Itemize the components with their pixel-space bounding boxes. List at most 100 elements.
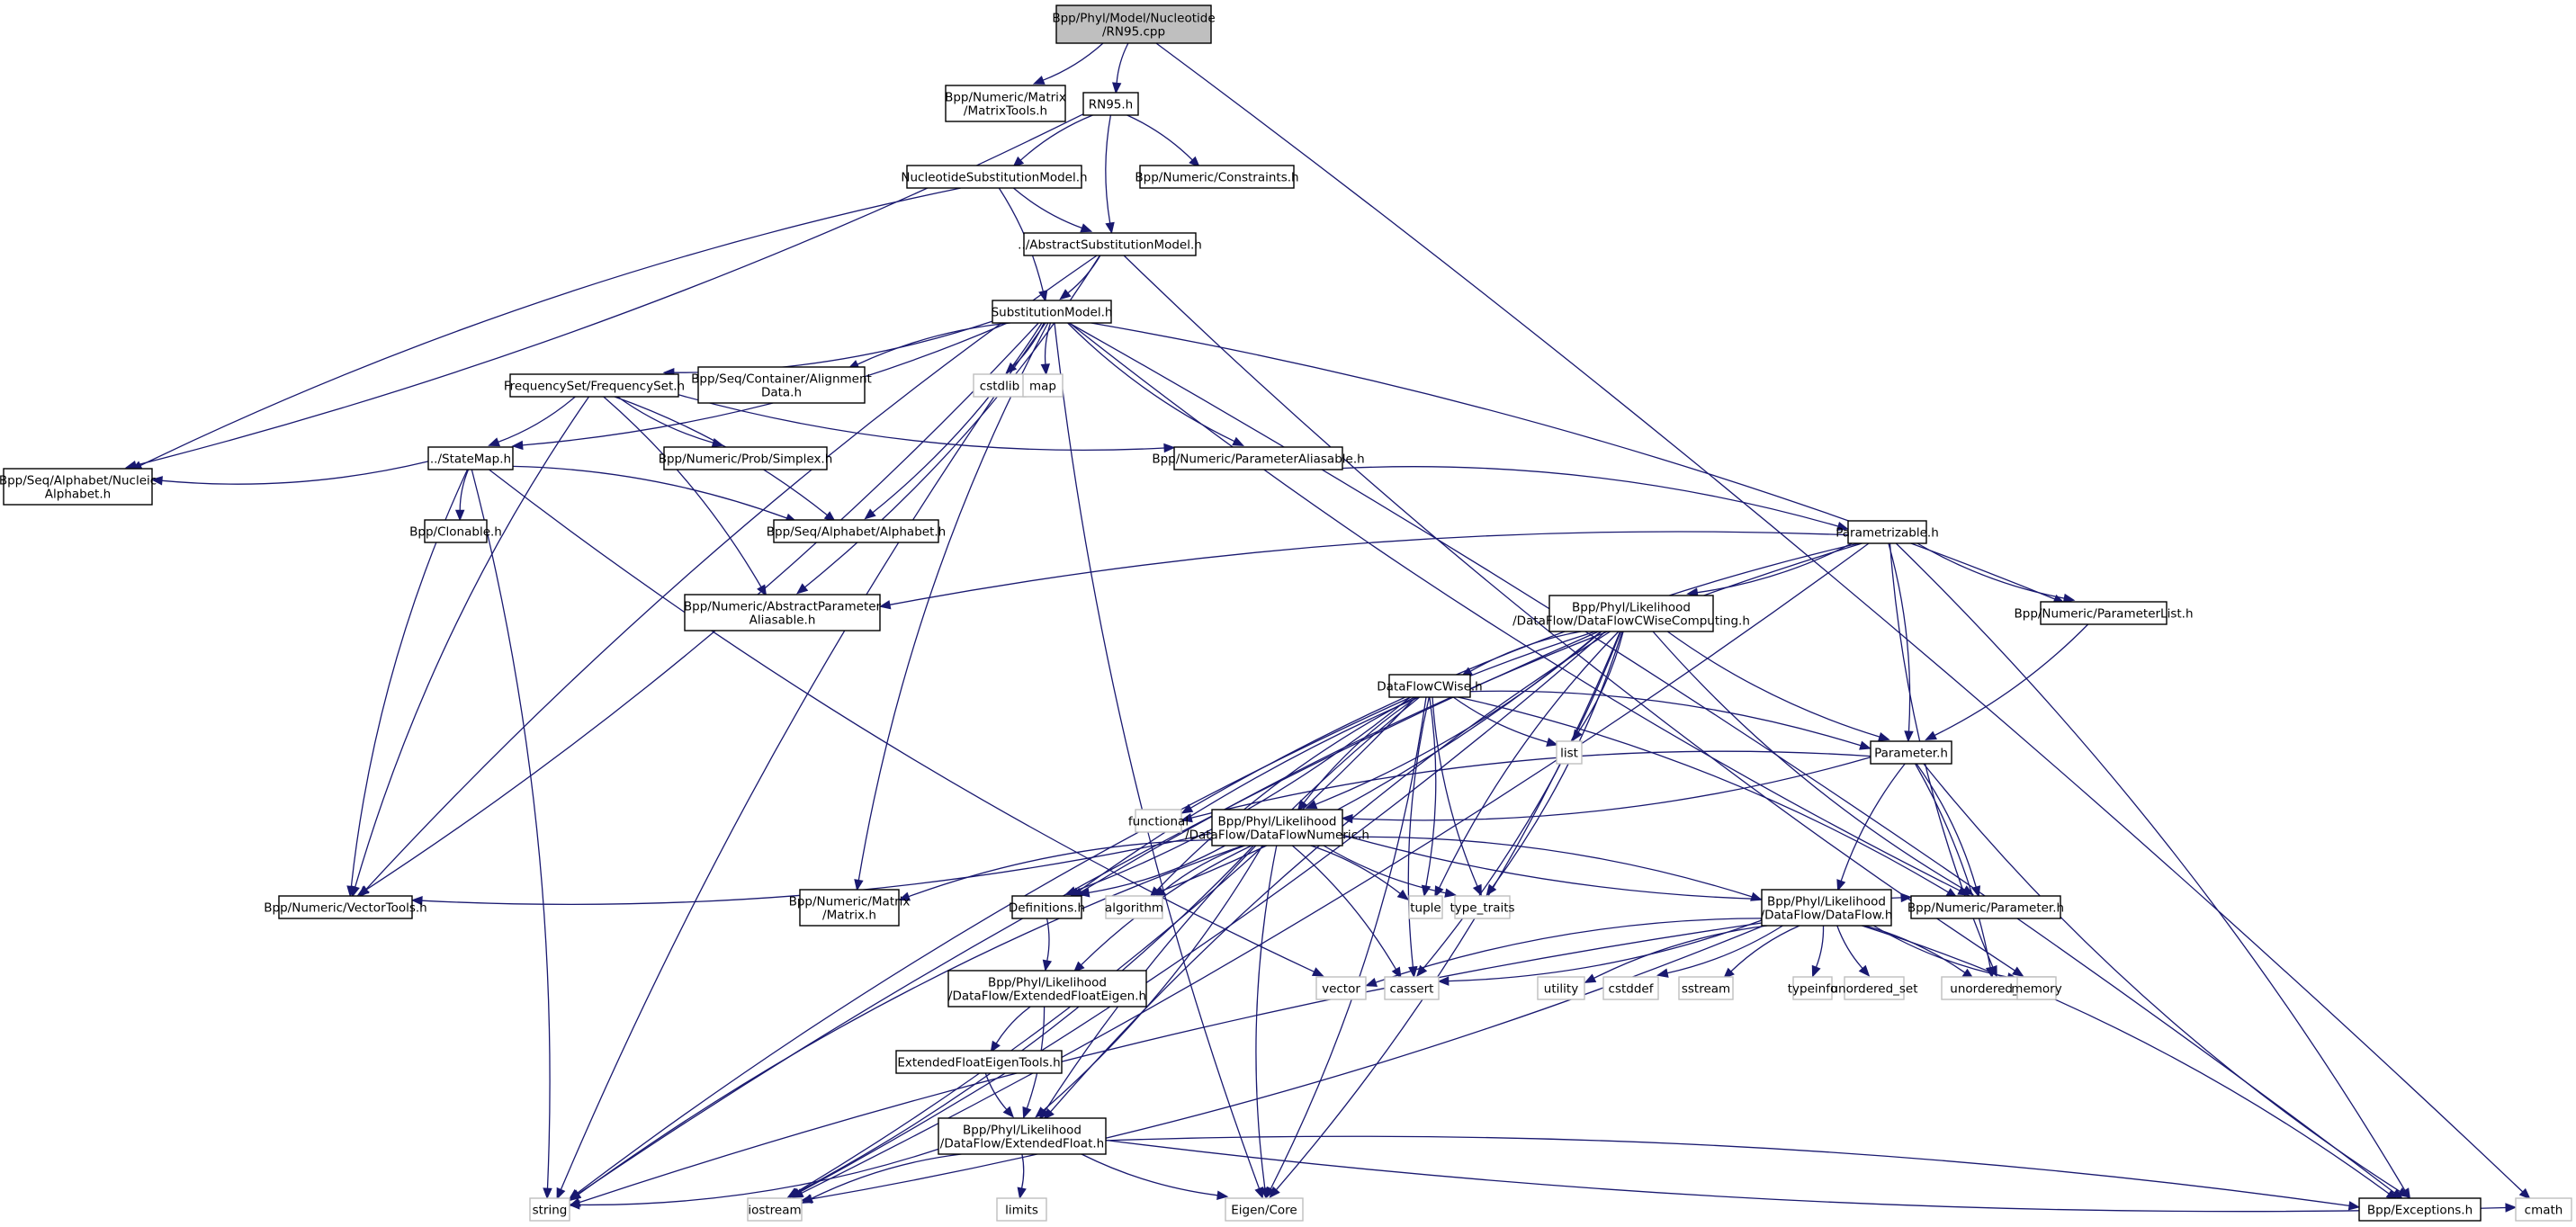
node-rn95cpp[interactable]: Bpp/Phyl/Model/Nucleotide/RN95.cpp [1052, 4, 1216, 44]
node-label: Bpp/Phyl/Likelihood [963, 1124, 1082, 1138]
node-simplex[interactable]: Bpp/Numeric/Prob/Simplex.h [659, 446, 833, 470]
edge-line [355, 396, 590, 888]
node-nucsubmodel[interactable]: NucleotideSubstitutionModel.h [901, 165, 1088, 189]
edge-line [498, 396, 576, 443]
node-label: Parameter.h [1874, 747, 1948, 761]
include-edge-dfnumeric-to-extfloat [1035, 845, 1263, 1118]
node-paramlist[interactable]: Bpp/Numeric/ParameterList.h [2014, 601, 2194, 625]
node-functional: functional [1128, 809, 1189, 833]
node-submodel[interactable]: SubstitutionModel.h [992, 300, 1113, 324]
edge-line [1105, 1139, 2507, 1213]
node-rn95h[interactable]: RN95.h [1082, 92, 1139, 116]
include-edge-extfloat-to-string [568, 1148, 939, 1210]
arrowhead-icon [898, 891, 911, 901]
node-paramaliasable[interactable]: Bpp/Numeric/ParameterAliasable.h [1152, 446, 1365, 470]
node-label: algorithm [1105, 901, 1163, 916]
node-parameter[interactable]: Parameter.h [1870, 740, 1952, 765]
edge-line [1310, 845, 1401, 894]
node-matrix[interactable]: Bpp/Numeric/Matrix/Matrix.h [789, 889, 911, 927]
node-definitions[interactable]: Definitions.h [1009, 895, 1085, 919]
node-clonable[interactable]: Bpp/Clonable.h [409, 519, 502, 543]
arrowhead-icon [2505, 1203, 2518, 1213]
edge-line [1020, 1153, 1025, 1189]
node-statemap[interactable]: ../StateMap.h [427, 446, 514, 470]
node-dfcwisecomputing[interactable]: Bpp/Phyl/Likelihood/DataFlow/DataFlowCWi… [1512, 595, 1750, 632]
include-edge-dfnumeric-to-iostream [787, 845, 1254, 1198]
node-constraints[interactable]: Bpp/Numeric/Constraints.h [1135, 165, 1299, 189]
arrowhead-icon [1180, 812, 1193, 823]
node-box [2040, 601, 2168, 625]
node-label: /DataFlow/DataFlow.h [1761, 909, 1893, 923]
include-edge-submodel-to-map [1040, 322, 1052, 376]
node-vectortools[interactable]: Bpp/Numeric/VectorTools.h [264, 895, 427, 919]
node-string: string [529, 1197, 570, 1222]
node-dfcwise[interactable]: DataFlowCWise.h [1377, 674, 1483, 698]
edge-line [1126, 114, 1193, 161]
arrowhead-icon [854, 879, 864, 891]
edge-line [995, 1006, 1031, 1044]
arrowhead-icon [757, 584, 767, 597]
node-dfnumeric[interactable]: Bpp/Phyl/Likelihood/DataFlow/DataFlowNum… [1185, 809, 1369, 846]
node-dataflow[interactable]: Bpp/Phyl/Likelihood/DataFlow/DataFlow.h [1761, 889, 1893, 927]
node-parametrizable[interactable]: Parametrizable.h [1836, 520, 1939, 544]
node-extfloateigentools[interactable]: ExtendedFloatEigenTools.h [895, 1050, 1063, 1074]
node-label: map [1029, 380, 1056, 394]
node-alphabet[interactable]: Bpp/Seq/Alphabet/Alphabet.h [767, 519, 946, 543]
node-label: Bpp/Numeric/Matrix [789, 895, 911, 909]
edge-line [1255, 845, 1278, 1189]
node-box [2016, 976, 2057, 1000]
edge-line [1068, 322, 2395, 1194]
node-numparameter[interactable]: Bpp/Numeric/Parameter.h [1907, 895, 2064, 919]
arrowhead-icon [1163, 443, 1176, 453]
node-label: Bpp/Phyl/Likelihood [1572, 601, 1691, 615]
include-edge-abstractsubmodel-to-vectortools [358, 255, 1098, 898]
node-box [529, 1197, 570, 1222]
node-box [992, 300, 1112, 324]
edge-line [1105, 1135, 2350, 1207]
node-matrixtools[interactable]: Bpp/Numeric/Matrix/MatrixTools.h [945, 85, 1066, 122]
arrowhead-icon [1297, 799, 1308, 812]
edge-line [1840, 763, 1906, 882]
edge-line [795, 696, 1416, 1193]
arrowhead-icon [511, 440, 524, 451]
node-box [1792, 976, 1833, 1000]
arrowhead-icon [1961, 885, 1975, 896]
node-map: map [1022, 373, 1064, 398]
arrowhead-icon [1900, 892, 1913, 903]
include-edge-dfnumeric-to-eigencore [1255, 845, 1278, 1200]
edge-line [1162, 845, 1245, 892]
node-utility: utility [1537, 976, 1585, 1000]
node-exceptions[interactable]: Bpp/Exceptions.h [2358, 1197, 2482, 1222]
node-freqset[interactable]: FrequencySet/FrequencySet.h [504, 373, 685, 398]
node-abstractsubmodel[interactable]: ../AbstractSubstitutionModel.h [1018, 232, 1202, 256]
node-label: cmath [2525, 1204, 2563, 1218]
node-label: Bpp/Seq/Alphabet/Nucleic [0, 474, 157, 488]
edges-layer [124, 42, 2531, 1213]
include-edge-parametrizable-to-definitions [1071, 542, 1862, 898]
node-label: iostream [748, 1204, 801, 1218]
node-extfloat[interactable]: Bpp/Phyl/Likelihood/DataFlow/ExtendedFlo… [938, 1117, 1107, 1155]
edge-line [1044, 696, 1421, 1112]
node-label: tuple [1410, 901, 1441, 916]
include-edge-submodel-to-paramaliasable [1067, 322, 1244, 446]
node-box [509, 373, 679, 398]
include-edge-dataflow-to-sstream [1722, 925, 1800, 980]
include-edge-dfcwise-to-numparameter [1458, 696, 1958, 899]
node-label: Bpp/Numeric/ParameterAliasable.h [1152, 452, 1364, 467]
arrowhead-icon [1022, 1106, 1032, 1119]
node-label: /DataFlow/DataFlowCWiseComputing.h [1512, 614, 1750, 629]
include-edge-dfcwise-to-tuple [1421, 696, 1437, 898]
include-edge-statemap-to-nucalphabet [150, 461, 429, 486]
node-extfloateigen[interactable]: Bpp/Phyl/Likelihood/DataFlow/ExtendedFlo… [947, 970, 1147, 1008]
arrowhead-icon [1859, 740, 1871, 750]
include-edge-dataflow-to-cassert [1437, 919, 1763, 986]
include-edge-nucsubmodel-to-nucalphabet [130, 187, 962, 470]
arrowhead-icon [1032, 76, 1046, 85]
node-box [1225, 1197, 1304, 1222]
include-edge-dataflow-to-exceptions [1862, 925, 2399, 1201]
arrowhead-icon [1311, 967, 1324, 977]
node-label: string [533, 1204, 568, 1218]
